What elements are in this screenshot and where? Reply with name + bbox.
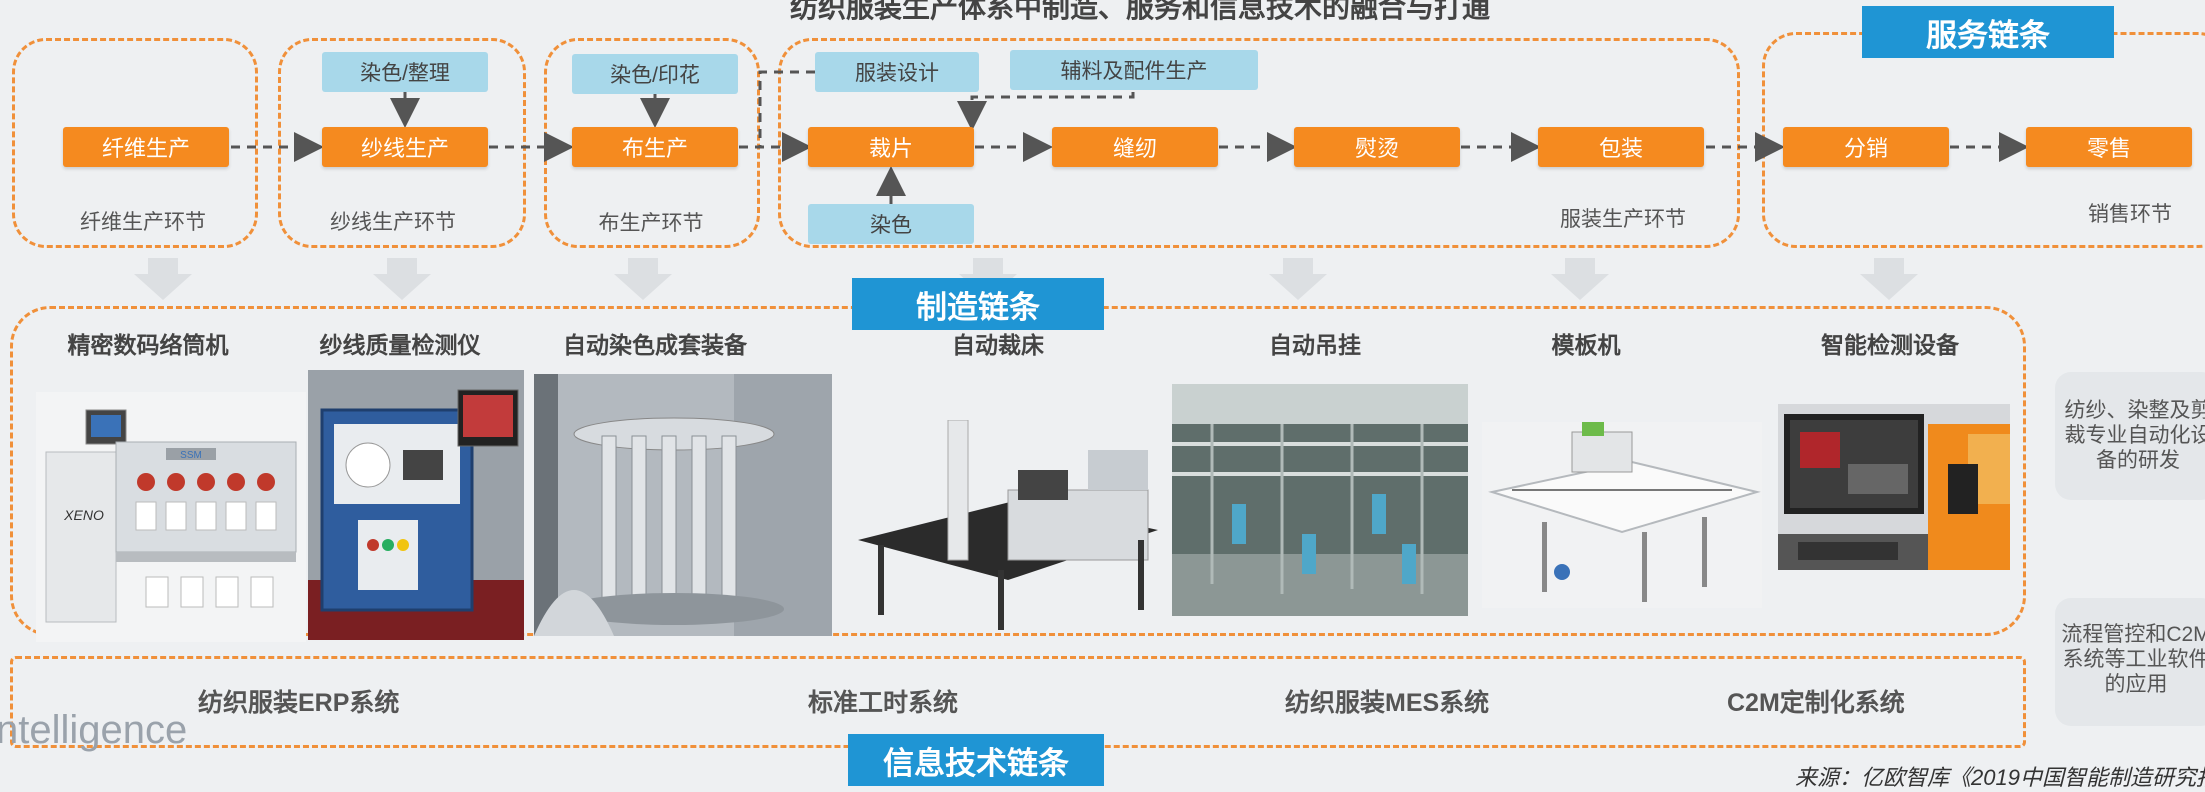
equipment-title-auto-hanger: 自动吊挂 [1269,332,1361,358]
input-dye-finish: 染色/整理 [322,52,488,92]
side-note-automation: 纺纱、染整及剪裁专业自动化设备的研发 [2055,372,2205,500]
stage-label-yarn: 纱线生产环节 [330,211,456,234]
equipment-title-dyeing-set: 自动染色成套装备 [563,332,747,358]
node-retail: 零售 [2026,127,2192,167]
node-sewing: 缝纫 [1052,127,1218,167]
stage-label-garment: 服装生产环节 [1560,208,1686,231]
photo-auto-hanging-system [1172,384,1468,616]
equipment-title-yarn-tester: 纱线质量检测仪 [319,332,481,358]
down-arrow-7 [1860,258,1918,300]
garment-stage-box [778,38,1740,248]
equipment-title-smart-inspection: 智能检测设备 [1821,332,1959,358]
fiber-stage-box [12,38,258,248]
winder-model-text: XENO [63,507,104,523]
node-cloth-production: 布生产 [572,127,738,167]
input-accessories: 辅料及配件生产 [1010,50,1258,90]
node-cutting: 裁片 [808,127,974,167]
photo-winding-machine: SSM XENO [36,392,306,642]
system-standard-hours: 标准工时系统 [808,689,959,717]
down-arrow-6 [1551,258,1609,300]
stage-label-cloth: 布生产环节 [598,212,704,235]
connector-accessories-cutting [957,92,1135,131]
photo-dyeing-equipment [534,374,832,636]
node-fiber-production: 纤维生产 [63,127,229,167]
system-erp: 纺织服装ERP系统 [198,689,400,717]
stage-label-fiber: 纤维生产环节 [80,211,206,234]
node-packing: 包装 [1538,127,1704,167]
photo-template-sewing-machine [1482,422,1762,608]
equipment-title-winder: 精密数码络筒机 [67,332,229,358]
system-c2m: C2M定制化系统 [1727,689,1905,717]
node-yarn-production: 纱线生产 [322,127,488,167]
input-dye-print: 染色/印花 [572,54,738,94]
node-ironing: 熨烫 [1294,127,1460,167]
side-note-software: 流程管控和C2M系统等工业软件的应用 [2055,598,2205,726]
down-arrow-2 [373,258,431,300]
watermark-text: ntelligence [0,708,188,752]
yarn-stage-box [278,38,526,248]
down-arrow-5 [1269,258,1327,300]
manufacturing-chain-banner: 制造链条 [852,278,1104,330]
system-mes: 纺织服装MES系统 [1285,689,1490,717]
it-chain-banner: 信息技术链条 [848,734,1104,786]
input-garment-design: 服装设计 [815,52,979,92]
diagram-title: 纺织服装生产体系中制造、服务和信息技术的融合与打通 [789,0,1490,23]
equipment-title-auto-cutter: 自动裁床 [952,332,1044,358]
equipment-title-template-machine: 模板机 [1551,332,1621,358]
input-dyeing: 染色 [808,204,974,244]
source-note: 来源：亿欧智库《2019中国智能制造研究报告》 [1795,765,2205,790]
down-arrow-3 [614,258,672,300]
down-arrow-1 [134,258,192,300]
photo-yarn-tester [308,370,524,640]
node-distribution: 分销 [1783,127,1949,167]
stage-label-sales: 销售环节 [2088,203,2172,226]
winder-brand-text: SSM [180,450,202,461]
photo-auto-cutting-bed [858,420,1158,630]
connector-design-cutting [758,70,815,147]
photo-smart-inspection [1778,404,2010,570]
service-chain-banner: 服务链条 [1862,6,2114,58]
